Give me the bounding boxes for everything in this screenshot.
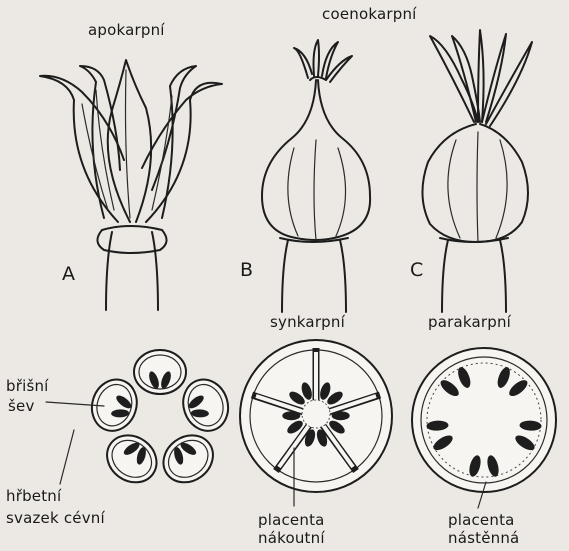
label-nakoutni: nákoutní (258, 530, 325, 547)
label-coenokarpni: coenokarpní (322, 6, 417, 23)
label-a: A (62, 266, 75, 283)
label-c: C (410, 262, 423, 279)
label-placenta-1: placenta (258, 512, 325, 529)
cross-section-apocarpous (46, 350, 235, 492)
label-sev: šev (8, 398, 35, 415)
label-placenta-2: placenta (448, 512, 515, 529)
label-svazek-cevni: svazek cévní (6, 510, 105, 527)
label-apokarpni: apokarpní (88, 22, 165, 39)
label-hrbetni: hřbetní (6, 488, 61, 505)
label-nastenna: nástěnná (448, 530, 519, 547)
label-brisni: břišní (6, 378, 49, 395)
cross-section-syncarpous (240, 340, 392, 506)
syncarpous-ovary (262, 40, 370, 312)
label-b: B (240, 262, 253, 279)
label-synkarpni: synkarpní (270, 314, 345, 331)
label-parakarpni: parakarpní (428, 314, 511, 331)
paracarpous-ovary (422, 30, 532, 312)
cross-section-paracarpous (412, 348, 556, 508)
